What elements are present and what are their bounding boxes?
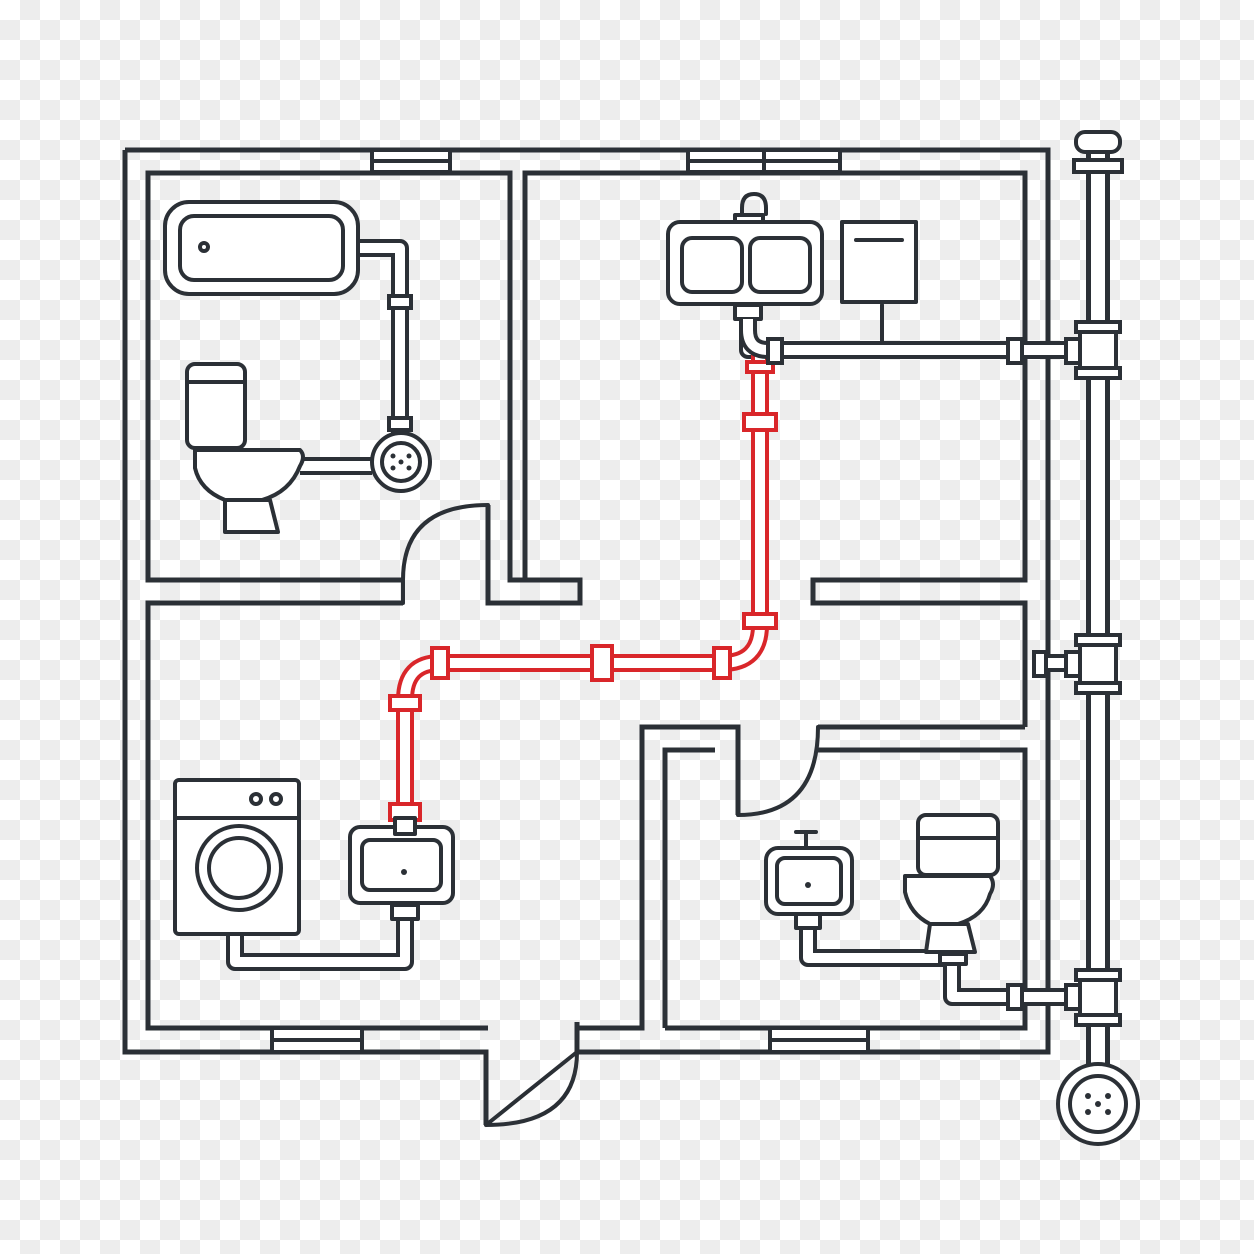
windows	[270, 148, 870, 1054]
door-washroom	[736, 725, 820, 817]
main-drain-icon	[1056, 1062, 1140, 1146]
double-sink-icon	[666, 192, 824, 365]
highlighted-supply-line	[388, 352, 778, 822]
doors	[401, 503, 820, 1127]
bathtub-icon	[163, 200, 360, 296]
door-bathroom	[401, 503, 490, 605]
laundry-sink-icon	[348, 816, 455, 921]
washbasin-icon	[764, 830, 854, 930]
bathroom-wall	[145, 170, 583, 606]
kitchen-wall	[522, 170, 1028, 727]
toilet-icon	[903, 813, 1000, 966]
door-entrance	[484, 1050, 579, 1127]
stack-fittings	[387, 130, 1124, 1027]
washroom-outer-wall	[574, 724, 741, 1031]
washing-machine-icon	[173, 778, 301, 936]
water-heater-icon	[840, 220, 918, 304]
toilet-icon	[185, 362, 305, 534]
floor-drain-icon	[370, 400, 432, 493]
